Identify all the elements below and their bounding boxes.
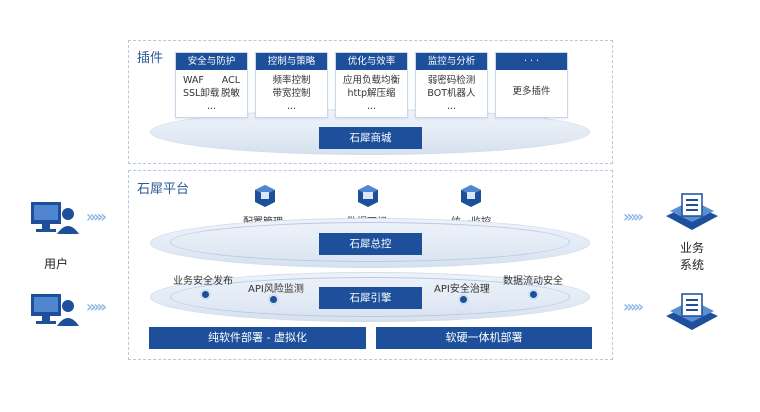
plugin-item: SSL卸载 bbox=[183, 88, 220, 99]
plugin-item: ACL bbox=[221, 75, 240, 86]
plugin-item: ... bbox=[366, 101, 377, 112]
cap-dot-1 bbox=[200, 289, 211, 300]
plugin-card-line: ... bbox=[416, 100, 487, 113]
plugin-item: BOT机器人 bbox=[427, 88, 476, 99]
engine-button[interactable]: 石犀引擎 bbox=[319, 287, 422, 309]
system-label-line1: 业务 bbox=[679, 241, 704, 255]
plugin-item: WAF bbox=[183, 75, 204, 86]
platform-title: 石犀平台 bbox=[137, 182, 190, 197]
cap-dot-2 bbox=[268, 294, 279, 305]
plugin-card-header: 优化与效率 bbox=[336, 53, 407, 70]
user-computer-icon-top bbox=[31, 202, 79, 234]
plugin-card-line: ... bbox=[176, 100, 247, 113]
plugin-card-5[interactable]: · · · 更多插件 bbox=[495, 52, 568, 118]
user-arrows-top: ››››› bbox=[86, 207, 107, 226]
plugin-card-line: 频率控制 bbox=[256, 74, 327, 87]
plugin-item: ... bbox=[206, 101, 217, 112]
plugin-card-2[interactable]: 控制与策略频率控制带宽控制... bbox=[255, 52, 328, 118]
plugin-card-line: 弱密码检测 bbox=[416, 74, 487, 87]
store-button[interactable]: 石犀商城 bbox=[319, 127, 422, 149]
plugin-item: 频率控制 bbox=[272, 75, 311, 86]
unified-monitor-icon bbox=[461, 185, 481, 207]
plugin-item: 更多插件 bbox=[512, 86, 551, 97]
console-ring bbox=[170, 222, 570, 262]
plugin-card-header: 安全与防护 bbox=[176, 53, 247, 70]
cap-business-release: 业务安全发布 bbox=[173, 276, 233, 287]
system-arrows-top: ››››› bbox=[623, 207, 644, 226]
plugin-card-line: http解压缩 bbox=[336, 87, 407, 100]
user-label: 用户 bbox=[43, 257, 68, 271]
plugin-card-line: WAF ACL bbox=[176, 74, 247, 87]
plugin-card-line: 更多插件 bbox=[496, 85, 567, 98]
cap-api-governance: API安全治理 bbox=[434, 284, 490, 295]
plugin-card-header: · · · bbox=[496, 53, 567, 70]
plugin-card-line: BOT机器人 bbox=[416, 87, 487, 100]
data-visual-icon bbox=[358, 185, 378, 207]
plugin-card-header: 监控与分析 bbox=[416, 53, 487, 70]
system-label: 业务 系统 bbox=[674, 240, 710, 274]
plugin-item: http解压缩 bbox=[347, 88, 396, 99]
cap-dot-4 bbox=[528, 289, 539, 300]
plugin-card-line: 带宽控制 bbox=[256, 87, 327, 100]
plugin-card-line: ... bbox=[256, 100, 327, 113]
user-arrows-bottom: ››››› bbox=[86, 297, 107, 316]
plugin-card-body: 频率控制带宽控制... bbox=[256, 70, 327, 113]
plugin-item: ... bbox=[286, 101, 297, 112]
system-label-line2: 系统 bbox=[679, 258, 704, 272]
cap-api-risk: API风险监测 bbox=[248, 284, 304, 295]
plugin-item: 弱密码检测 bbox=[427, 75, 476, 86]
engine-ring bbox=[170, 277, 570, 317]
cap-data-flow: 数据流动安全 bbox=[503, 276, 563, 287]
plugin-card-header: 控制与策略 bbox=[256, 53, 327, 70]
user-computer-icon-bottom bbox=[31, 294, 79, 326]
config-management-icon bbox=[255, 185, 275, 207]
plugin-card-body: 应用负载均衡 http解压缩... bbox=[336, 70, 407, 113]
plugin-card-line: SSL卸载脱敏 bbox=[176, 87, 247, 100]
plugin-item: 应用负载均衡 bbox=[342, 75, 400, 86]
business-system-icon-top bbox=[666, 193, 718, 230]
console-button[interactable]: 石犀总控 bbox=[319, 233, 422, 255]
plugins-panel bbox=[128, 40, 613, 164]
plugin-item: ... bbox=[446, 101, 457, 112]
plugin-card-body: 更多插件 bbox=[496, 70, 567, 98]
plugin-card-line: 应用负载均衡 bbox=[336, 74, 407, 87]
plugin-card-3[interactable]: 优化与效率应用负载均衡 http解压缩... bbox=[335, 52, 408, 118]
deploy-software[interactable]: 纯软件部署 - 虚拟化 bbox=[149, 327, 366, 349]
plugin-item: 带宽控制 bbox=[272, 88, 311, 99]
cap-dot-3 bbox=[458, 294, 469, 305]
plugin-card-body: 弱密码检测 BOT机器人... bbox=[416, 70, 487, 113]
platform-panel bbox=[128, 170, 613, 360]
plugin-card-4[interactable]: 监控与分析弱密码检测 BOT机器人... bbox=[415, 52, 488, 118]
system-arrows-bottom: ››››› bbox=[623, 297, 644, 316]
plugin-card-line: ... bbox=[336, 100, 407, 113]
plugin-item: 脱敏 bbox=[220, 88, 240, 99]
plugins-title: 插件 bbox=[137, 51, 164, 66]
business-system-icon-bottom bbox=[666, 293, 718, 330]
deploy-hardware[interactable]: 软硬一体机部署 bbox=[376, 327, 592, 349]
